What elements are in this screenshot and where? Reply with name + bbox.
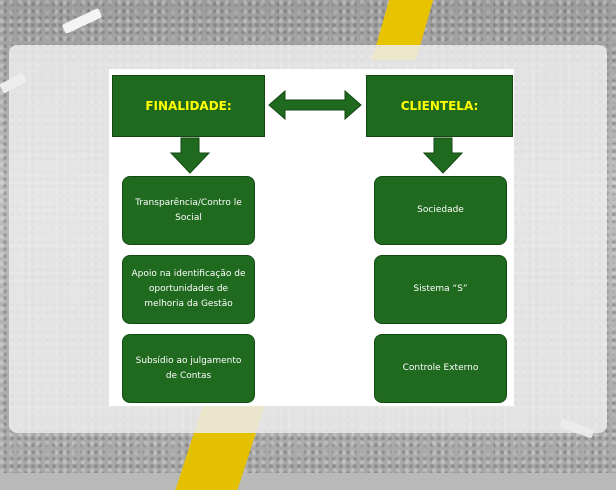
finalidade-item: Subsídio ao julgamento de Contas (122, 334, 255, 403)
diagram-slide: FINALIDADE: CLIENTELA: Transparência/Con… (109, 69, 514, 406)
clientela-item: Controle Externo (374, 334, 507, 403)
clientela-header: CLIENTELA: (366, 75, 513, 137)
down-arrow-icon (169, 137, 211, 174)
finalidade-item: Apoio na identificação de oportunidades … (122, 255, 255, 324)
clientela-item: Sistema “S” (374, 255, 507, 324)
diagram-arrows (169, 89, 464, 174)
clientela-item: Sociedade (374, 176, 507, 245)
finalidade-item: Transparência/Contro le Social (122, 176, 255, 245)
finalidade-header: FINALIDADE: (112, 75, 265, 137)
down-arrow-icon (422, 137, 464, 174)
double-arrow-icon (268, 89, 362, 121)
